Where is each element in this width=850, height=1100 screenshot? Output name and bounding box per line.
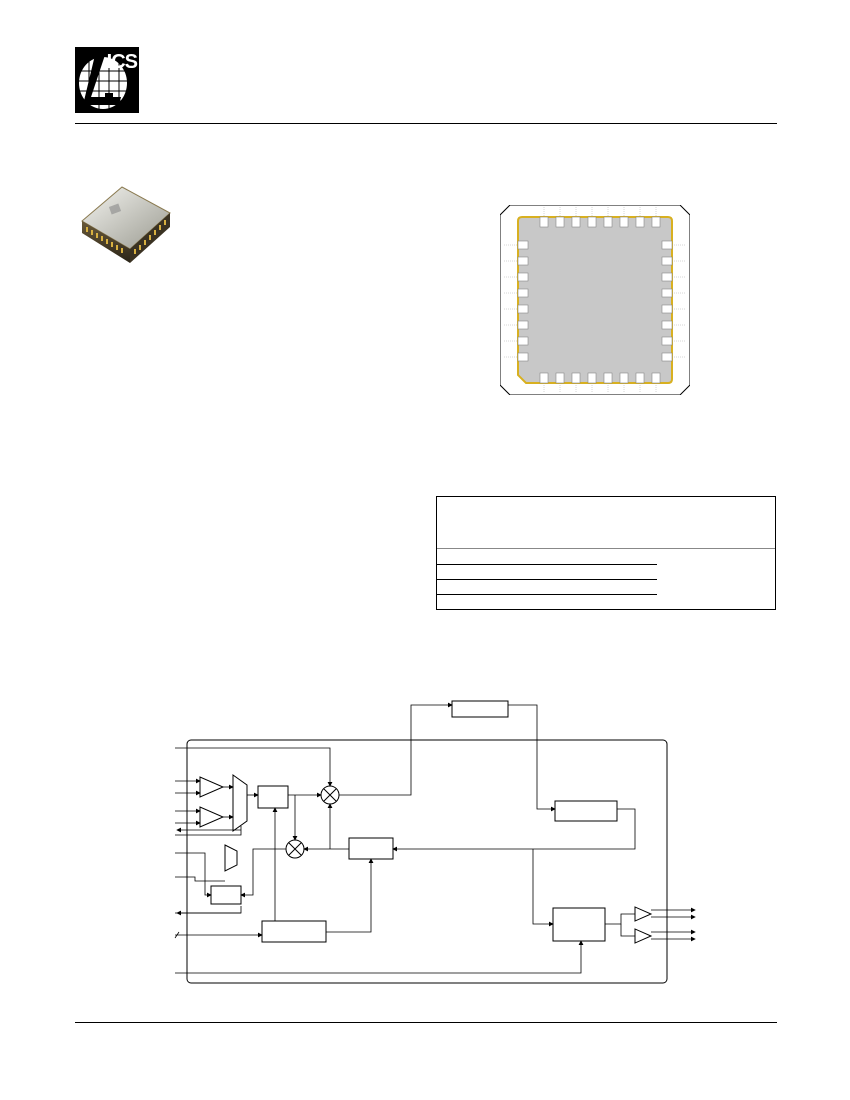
spec-table-row bbox=[437, 579, 657, 580]
chip-package-photo bbox=[80, 183, 172, 267]
spec-table-header-rule bbox=[437, 548, 775, 549]
spec-table-row bbox=[437, 564, 657, 565]
spec-table-row bbox=[437, 594, 657, 595]
chip-photo-icon bbox=[81, 186, 171, 263]
ics-logo-icon bbox=[75, 47, 139, 113]
logo-text: ICS bbox=[106, 51, 138, 73]
pinout-diagram bbox=[499, 204, 691, 396]
ics-logo: ICS bbox=[75, 47, 139, 113]
header-rule bbox=[75, 123, 777, 124]
pinout-icon bbox=[499, 204, 691, 396]
block-diagram bbox=[165, 695, 705, 990]
block-diagram-icon bbox=[174, 700, 696, 984]
spec-table bbox=[436, 496, 776, 610]
footer-rule bbox=[75, 1022, 777, 1023]
